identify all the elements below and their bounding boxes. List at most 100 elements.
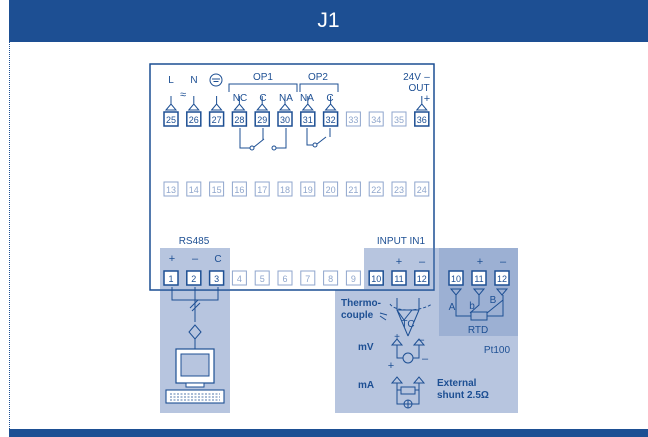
top-terminal-label-30: 30 bbox=[280, 115, 290, 125]
bottom-terminal-label-1: 1 bbox=[168, 274, 173, 284]
rtd-plus: + bbox=[477, 256, 483, 268]
mid-terminal-24 bbox=[414, 181, 430, 197]
rtd-a-label: A bbox=[449, 302, 456, 313]
mid-terminal-15 bbox=[209, 181, 225, 197]
mid-terminal-label-16: 16 bbox=[234, 185, 244, 195]
top-arrow-36 bbox=[415, 96, 428, 111]
footer-bar bbox=[9, 429, 648, 437]
top-arrow-30 bbox=[278, 96, 292, 111]
top-terminal-30 bbox=[277, 111, 293, 127]
op1-bracket bbox=[228, 83, 298, 92]
bottom-terminal-label-5: 5 bbox=[260, 274, 265, 284]
top-terminal-label-33: 33 bbox=[348, 115, 358, 125]
rtd-b-label: B bbox=[490, 295, 497, 306]
bottom-terminal-label-3: 3 bbox=[214, 274, 219, 284]
mv-label: mV bbox=[358, 342, 374, 353]
mid-terminal-label-23: 23 bbox=[394, 185, 404, 195]
op1-na-label: NA bbox=[279, 93, 293, 104]
top-terminal-label-34: 34 bbox=[371, 115, 381, 125]
top-terminal-label-36: 36 bbox=[417, 115, 427, 125]
mid-terminal-label-20: 20 bbox=[326, 185, 336, 195]
mv-wiring bbox=[390, 338, 426, 364]
input-plus: + bbox=[396, 256, 402, 268]
shunt-label-1: External bbox=[437, 378, 477, 389]
label-l: L bbox=[168, 75, 174, 86]
op2-na-label: NA bbox=[300, 93, 314, 104]
rtd-minus: – bbox=[500, 256, 507, 268]
rs485-c: C bbox=[214, 254, 221, 265]
top-arrow-31 bbox=[301, 96, 314, 111]
thermocouple-wiring bbox=[379, 298, 433, 337]
bottom-terminal-8 bbox=[323, 270, 339, 286]
bottom-terminal-4 bbox=[231, 270, 247, 286]
op2-label: OP2 bbox=[308, 72, 328, 83]
mid-terminal-label-14: 14 bbox=[189, 185, 199, 195]
op2-bracket bbox=[299, 83, 339, 92]
controller-rear-outline bbox=[149, 63, 435, 291]
bottom-terminal-11 bbox=[391, 270, 407, 286]
top-arrow-26 bbox=[187, 96, 200, 111]
mid-terminal-label-24: 24 bbox=[417, 185, 427, 195]
thermocouple-label-1: Thermo- bbox=[341, 298, 381, 309]
op1-c-label: C bbox=[259, 93, 266, 104]
op1-nc-label: NC bbox=[233, 93, 247, 104]
top-arrow-29 bbox=[256, 96, 269, 111]
bottom-terminal-label-6: 6 bbox=[282, 274, 287, 284]
top-arrow-28 bbox=[233, 96, 246, 111]
rtd-terminal-label-10: 10 bbox=[451, 274, 461, 284]
ma-label: mA bbox=[358, 380, 374, 391]
top-terminal-34 bbox=[368, 111, 384, 127]
mid-terminal-label-22: 22 bbox=[371, 185, 381, 195]
rtd-terminal-label-11: 11 bbox=[474, 274, 483, 284]
top-terminal-label-31: 31 bbox=[303, 115, 313, 125]
top-terminal-label-28: 28 bbox=[234, 115, 244, 125]
bottom-terminal-9 bbox=[345, 270, 361, 286]
tc-plus: + bbox=[394, 332, 400, 343]
top-arrow-25 bbox=[164, 96, 178, 111]
rs485-label: RS485 bbox=[179, 236, 210, 247]
shunt-label-2: shunt 2.5Ω bbox=[437, 390, 489, 401]
mv-minus: – bbox=[422, 353, 429, 365]
rtd-wiring bbox=[449, 288, 509, 321]
mv-plus: + bbox=[388, 360, 394, 372]
top-terminal-31 bbox=[300, 111, 316, 127]
bottom-terminal-label-10: 10 bbox=[371, 274, 381, 284]
top-terminal-28 bbox=[231, 111, 248, 127]
mid-terminal-label-13: 13 bbox=[166, 185, 176, 195]
mid-terminal-16 bbox=[231, 181, 247, 197]
bottom-terminal-label-7: 7 bbox=[305, 274, 310, 284]
mid-terminal-label-19: 19 bbox=[303, 185, 313, 195]
top-terminal-label-35: 35 bbox=[394, 115, 404, 125]
thermocouple-label-2: couple bbox=[341, 310, 374, 321]
rs485-minus: – bbox=[192, 253, 199, 265]
top-terminal-25 bbox=[163, 111, 179, 127]
top-terminal-label-32: 32 bbox=[326, 115, 336, 125]
tc-minus: – bbox=[418, 334, 425, 346]
op2-c-label: C bbox=[326, 93, 333, 104]
top-terminal-label-29: 29 bbox=[257, 115, 267, 125]
top-terminal-35 bbox=[391, 111, 407, 127]
ac-symbol: ≈ bbox=[180, 89, 186, 101]
mid-terminal-20 bbox=[323, 181, 339, 197]
bottom-terminal-label-4: 4 bbox=[237, 274, 242, 284]
bottom-terminal-label-2: 2 bbox=[191, 274, 196, 284]
left-dotted-rule bbox=[9, 42, 10, 429]
bottom-terminal-3 bbox=[208, 270, 225, 286]
bottom-terminal-10 bbox=[368, 270, 384, 286]
relay-contacts bbox=[239, 128, 331, 151]
mid-terminal-18 bbox=[277, 181, 293, 197]
label-n: N bbox=[190, 75, 197, 86]
page-title: J1 bbox=[317, 9, 340, 32]
bottom-terminal-6 bbox=[277, 270, 293, 286]
tc-label: TC bbox=[401, 319, 414, 330]
rtd-b-small-label: b bbox=[469, 301, 475, 312]
ground-icon bbox=[209, 73, 223, 87]
bottom-terminal-label-9: 9 bbox=[351, 274, 356, 284]
rtd-terminal-10 bbox=[448, 270, 464, 286]
rtd-label: RTD bbox=[468, 325, 488, 336]
top-arrow-27 bbox=[210, 96, 223, 111]
